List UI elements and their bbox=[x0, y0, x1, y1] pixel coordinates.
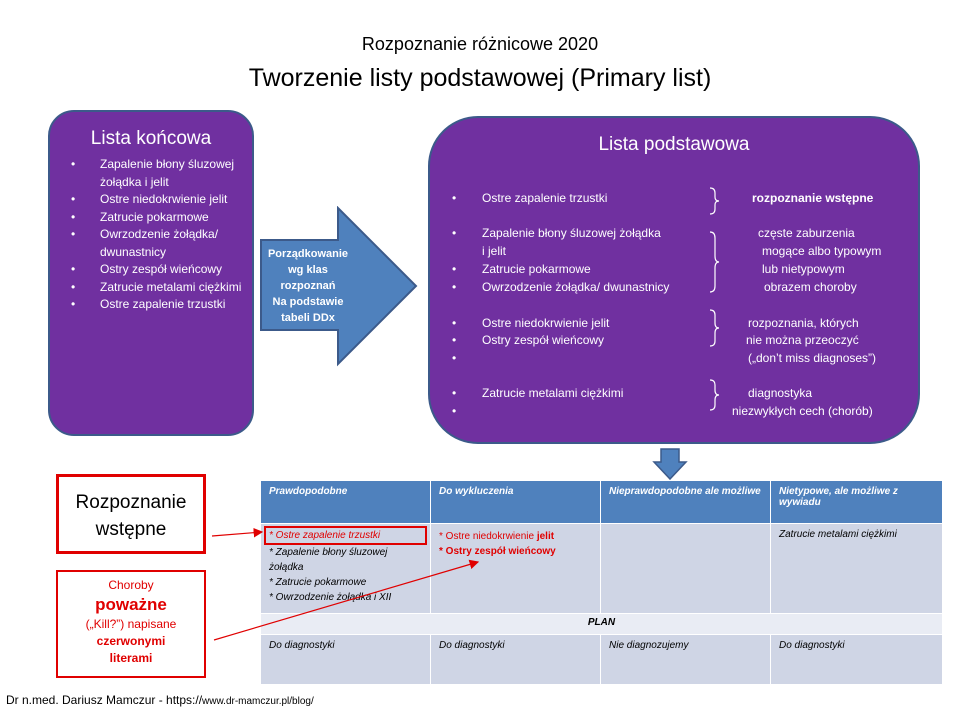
note-dont-miss: („don’t miss diagnoses”) bbox=[748, 351, 877, 365]
column-header: Do wykluczenia bbox=[430, 480, 601, 524]
primary-item: Ostre niedokrwienie jelit bbox=[482, 316, 610, 330]
probable-cell: * Ostre zapalenie trzustki * Zapalenie b… bbox=[260, 523, 431, 614]
plan-cell: Do diagnostyki bbox=[770, 634, 943, 685]
note-dont-miss: nie można przeoczyć bbox=[746, 333, 859, 347]
column-header: Nietypowe, ale możliwe z wywiadu bbox=[770, 480, 943, 524]
arrow-down-shape bbox=[652, 448, 688, 480]
brace-icon bbox=[709, 187, 720, 215]
footer-text: Dr n.med. Dariusz Mamczur - https:// bbox=[6, 693, 203, 707]
list-item: Zapalenie błony śluzowej żołądka i jelit bbox=[66, 156, 242, 191]
note-common: częste zaburzenia bbox=[758, 226, 855, 240]
probable-item: * Zatrucie pokarmowe bbox=[269, 577, 367, 588]
exclude-item-text: * Ostre niedokrwienie bbox=[439, 531, 537, 542]
bullet-icon: • bbox=[452, 280, 457, 294]
list-item: Zatrucie pokarmowe bbox=[66, 209, 242, 227]
bullet-icon: • bbox=[452, 404, 457, 418]
serious-line5: literami bbox=[109, 651, 153, 665]
exclude-item-bold: jelit bbox=[536, 531, 555, 542]
bullet-icon: • bbox=[452, 191, 457, 205]
table-row: * Ostre zapalenie trzustki * Zapalenie b… bbox=[260, 523, 943, 614]
final-list-items: Zapalenie błony śluzowej żołądka i jelit… bbox=[66, 156, 242, 314]
plan-row: PLAN bbox=[260, 613, 943, 635]
primary-item: Zatrucie metalami ciężkimi bbox=[482, 386, 624, 400]
list-item: Owrzodzenie żołądka/ dwunastnicy bbox=[66, 226, 242, 261]
bullet-icon: • bbox=[452, 262, 457, 276]
final-list-box: Lista końcowa Zapalenie błony śluzowej ż… bbox=[48, 110, 254, 436]
footer-url[interactable]: www.dr-mamczur.pl/blog/ bbox=[202, 696, 314, 707]
bullet-icon: • bbox=[452, 316, 457, 330]
arrow-to-probable bbox=[211, 527, 264, 538]
plan-cell: Do diagnostyki bbox=[430, 634, 601, 685]
arrow-text-line: tabeli DDx bbox=[281, 312, 335, 324]
arrow-text-line: wg klas bbox=[288, 264, 328, 276]
plan-cell: Do diagnostyki bbox=[260, 634, 431, 685]
serious-line2: poważne bbox=[95, 595, 167, 614]
list-item: Ostry zespół wieńcowy bbox=[66, 261, 242, 279]
initial-diagnosis-line: Rozpoznanie bbox=[75, 492, 187, 513]
primary-item: Ostry zespół wieńcowy bbox=[482, 333, 605, 347]
primary-item: Zatrucie pokarmowe bbox=[482, 262, 591, 276]
final-list-title: Lista końcowa bbox=[90, 128, 212, 149]
serious-line4: czerwonymi bbox=[96, 634, 166, 648]
primary-list-title: Lista podstawowa bbox=[598, 134, 750, 155]
bullet-icon: • bbox=[452, 226, 457, 240]
table-row: Do diagnostyki Do diagnostyki Nie diagno… bbox=[260, 634, 943, 685]
brace-icon bbox=[709, 231, 720, 293]
brace-icon bbox=[709, 379, 720, 411]
initial-diagnosis-label: Rozpoznanie wstępne bbox=[56, 474, 206, 554]
exclude-item: * Ostry zespół wieńcowy bbox=[439, 546, 556, 557]
plan-label: PLAN bbox=[260, 613, 943, 635]
note-common: mogące albo typowym bbox=[762, 244, 882, 258]
note-common: obrazem choroby bbox=[764, 280, 857, 294]
plan-cell: Nie diagnozujemy bbox=[600, 634, 771, 685]
footer: Dr n.med. Dariusz Mamczur - https://www.… bbox=[6, 693, 314, 707]
initial-diagnosis-line: wstępne bbox=[95, 519, 167, 540]
list-item: Ostre niedokrwienie jelit bbox=[66, 191, 242, 209]
brace-icon bbox=[709, 309, 720, 347]
page-title: Tworzenie listy podstawowej (Primary lis… bbox=[248, 64, 712, 92]
arrow-text-line: Porządkowanie bbox=[267, 248, 349, 260]
arrow-text-line: rozpoznań bbox=[280, 280, 336, 292]
note-unusual: niezwykłych cech (chorób) bbox=[732, 404, 873, 418]
exclude-item: * Ostre niedokrwienie jelit bbox=[439, 529, 592, 544]
bullet-icon: • bbox=[452, 351, 457, 365]
serious-diseases-label: Choroby poważne („Kill?”) napisane czerw… bbox=[56, 570, 206, 678]
primary-item: Ostre zapalenie trzustki bbox=[482, 191, 608, 205]
note-unusual: diagnostyka bbox=[748, 386, 813, 400]
unlikely-cell bbox=[600, 523, 771, 614]
serious-line1: Choroby bbox=[108, 578, 154, 592]
arrow-right-shape bbox=[260, 206, 418, 367]
bullet-icon: • bbox=[452, 386, 457, 400]
note-common: lub nietypowym bbox=[762, 262, 845, 276]
probable-item: * Zapalenie błony śluzowej żołądka bbox=[269, 547, 388, 573]
ddx-table: Prawdopodobne Do wykluczenia Nieprawdopo… bbox=[260, 480, 943, 685]
primary-item: Zapalenie błony śluzowej żołądka bbox=[482, 226, 661, 240]
arrow-text: Porządkowanie wg klas rozpoznań Na podst… bbox=[266, 246, 350, 326]
table-header-row: Prawdopodobne Do wykluczenia Nieprawdopo… bbox=[260, 480, 943, 524]
arrow-text-line: Na podstawie bbox=[272, 296, 344, 308]
probable-item-highlighted: * Ostre zapalenie trzustki bbox=[264, 526, 427, 545]
list-item: Ostre zapalenie trzustki bbox=[66, 296, 242, 314]
column-header: Nieprawdopodobne ale możliwe bbox=[600, 480, 771, 524]
column-header: Prawdopodobne bbox=[260, 480, 431, 524]
note-initial: rozpoznanie wstępne bbox=[752, 191, 874, 205]
serious-line3: („Kill?”) napisane bbox=[85, 617, 177, 631]
primary-list-box: Lista podstawowa • • • • • • • • • Ostre… bbox=[428, 116, 920, 444]
exclude-cell: * Ostre niedokrwienie jelit * Ostry zesp… bbox=[430, 523, 601, 614]
probable-item: * Owrzodzenie żołądka i XII bbox=[269, 592, 392, 603]
primary-item: i jelit bbox=[482, 244, 507, 258]
bullet-icon: • bbox=[452, 333, 457, 347]
primary-item: Owrzodzenie żołądka/ dwunastnicy bbox=[482, 280, 670, 294]
atypical-cell: Zatrucie metalami ciężkimi bbox=[770, 523, 943, 614]
subtitle: Rozpoznanie różnicowe 2020 bbox=[361, 34, 599, 54]
note-dont-miss: rozpoznania, których bbox=[748, 316, 859, 330]
list-item: Zatrucie metalami ciężkimi bbox=[66, 279, 242, 297]
